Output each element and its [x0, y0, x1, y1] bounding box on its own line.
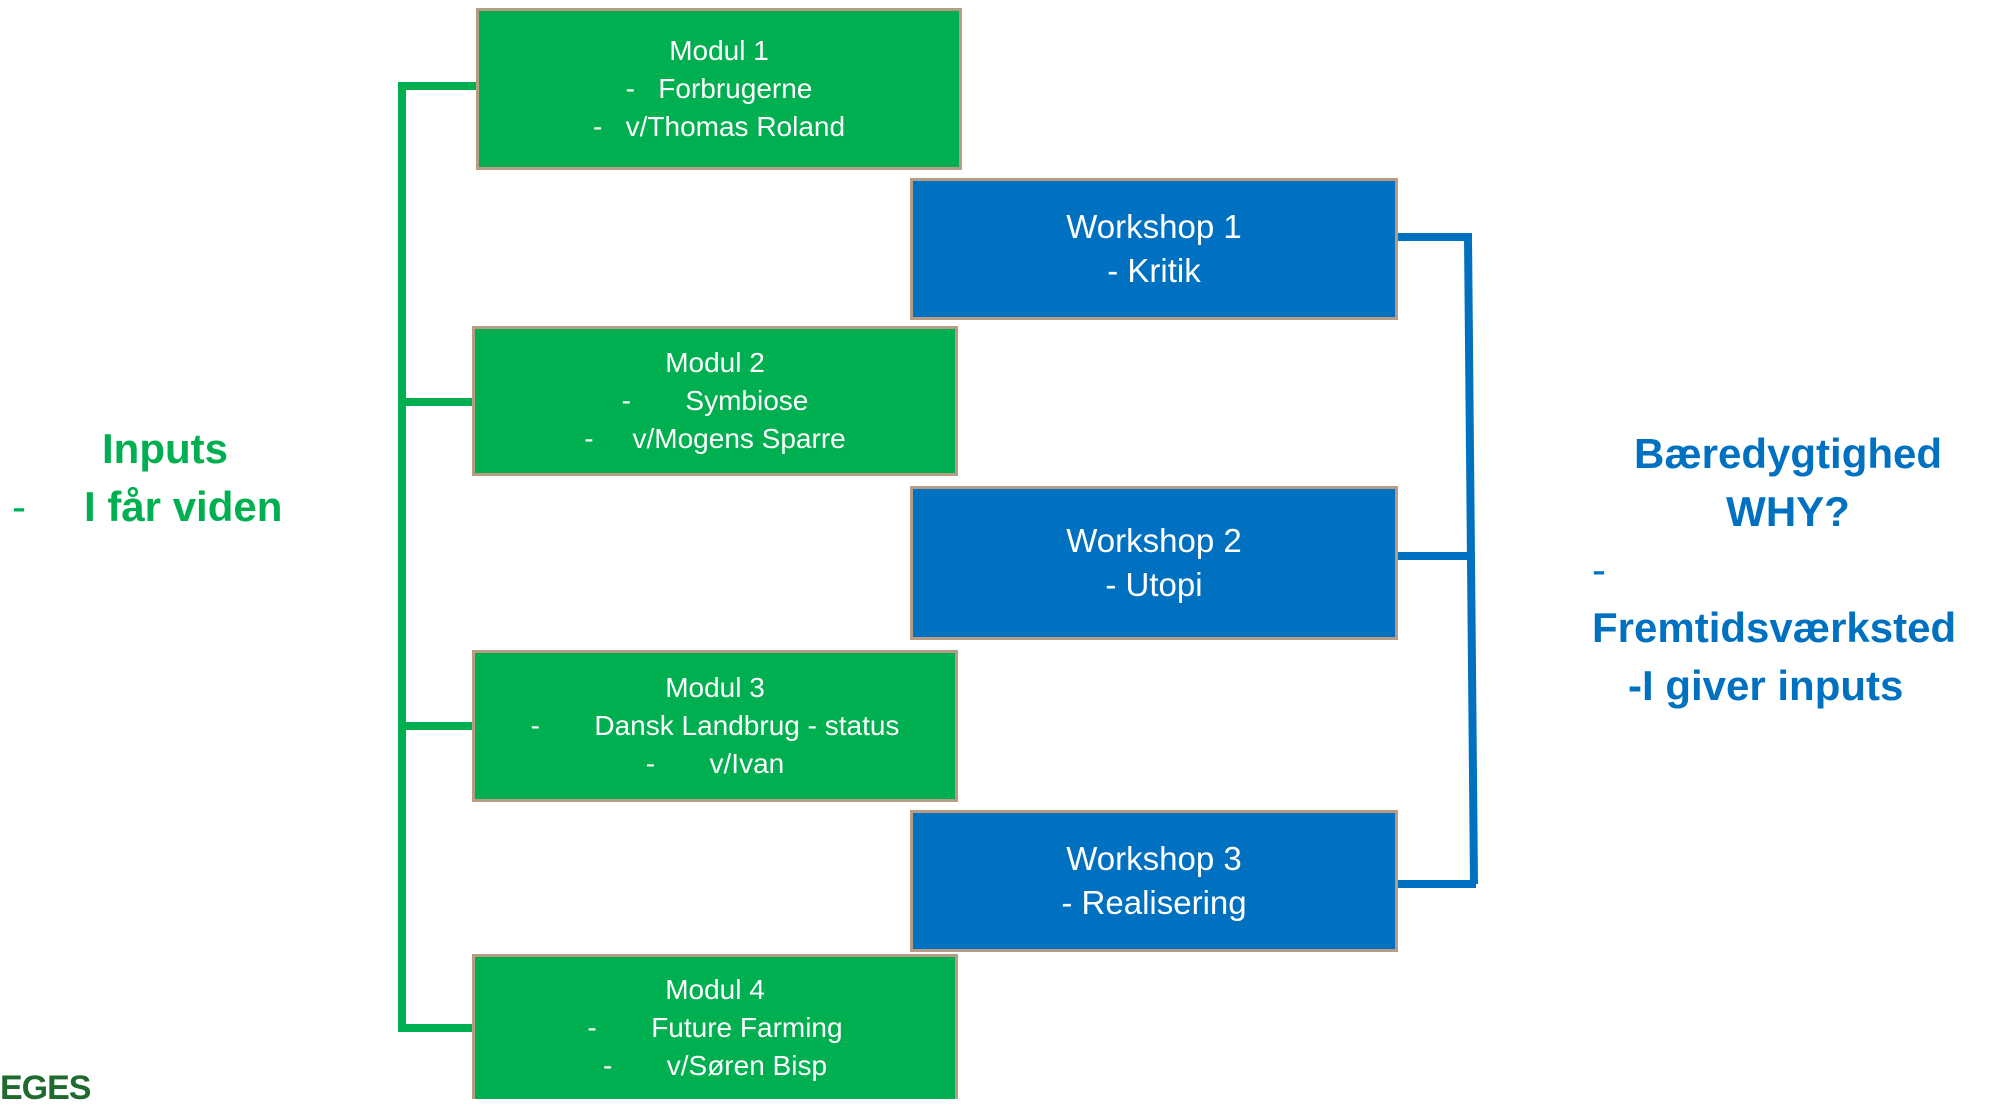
workshop-3-box: Workshop 3 - Realisering [910, 810, 1398, 952]
workshop-2-title: Workshop 2 [1066, 522, 1242, 559]
inputs-line: I får viden [84, 483, 283, 530]
sustainability-item-1: Fremtidsværksted [1592, 604, 1957, 651]
workshop-3-title: Workshop 3 [1066, 840, 1242, 877]
blue-bracket-vertical [1464, 236, 1478, 885]
inputs-label: Inputs -I får viden [0, 420, 330, 536]
modul-2-item-2: v/Mogens Sparre [632, 423, 846, 454]
sustainability-title: Bæredygtighed [1633, 430, 1943, 477]
workshop-2-box: Workshop 2 - Utopi [910, 486, 1398, 640]
modul-2-item-1: Symbiose [685, 385, 809, 416]
modul-1-title: Modul 1 [669, 35, 769, 66]
sustainability-item-2: I giver inputs [1642, 662, 1904, 709]
modul-3-item-2: v/Ivan [709, 748, 785, 779]
modul-3-box: Modul 3 - Dansk Landbrug - status - v/Iv… [472, 650, 958, 802]
workshop-1-title: Workshop 1 [1066, 208, 1242, 245]
workshop-1-subtitle: - Kritik [1107, 252, 1201, 289]
modul-1-box: Modul 1 - Forbrugerne - v/Thomas Roland [476, 8, 962, 170]
workshop-2-subtitle: - Utopi [1105, 566, 1203, 603]
modul-4-item-2: v/Søren Bisp [666, 1050, 828, 1081]
sustainability-label: Bæredygtighed WHY? -Fremtidsværksted -I … [1570, 425, 2006, 715]
modul-1-item-2: v/Thomas Roland [625, 111, 846, 142]
modul-2-box: Modul 2 - Symbiose - v/Mogens Sparre [472, 326, 958, 476]
modul-2-title: Modul 2 [665, 347, 765, 378]
modul-3-title: Modul 3 [665, 672, 765, 703]
modul-4-box: Modul 4 - Future Farming - v/Søren Bisp [472, 954, 958, 1099]
workshop-1-box: Workshop 1 - Kritik [910, 178, 1398, 320]
modul-4-item-1: Future Farming [651, 1012, 843, 1043]
modul-3-item-1: Dansk Landbrug - status [594, 710, 900, 741]
sustainability-why: WHY? [1726, 488, 1850, 535]
logo: EGES [0, 1069, 91, 1107]
modul-1-item-1: Forbrugerne [658, 73, 813, 104]
inputs-title: Inputs [102, 425, 228, 472]
workshop-3-subtitle: - Realisering [1061, 884, 1247, 921]
modul-4-title: Modul 4 [665, 974, 765, 1005]
